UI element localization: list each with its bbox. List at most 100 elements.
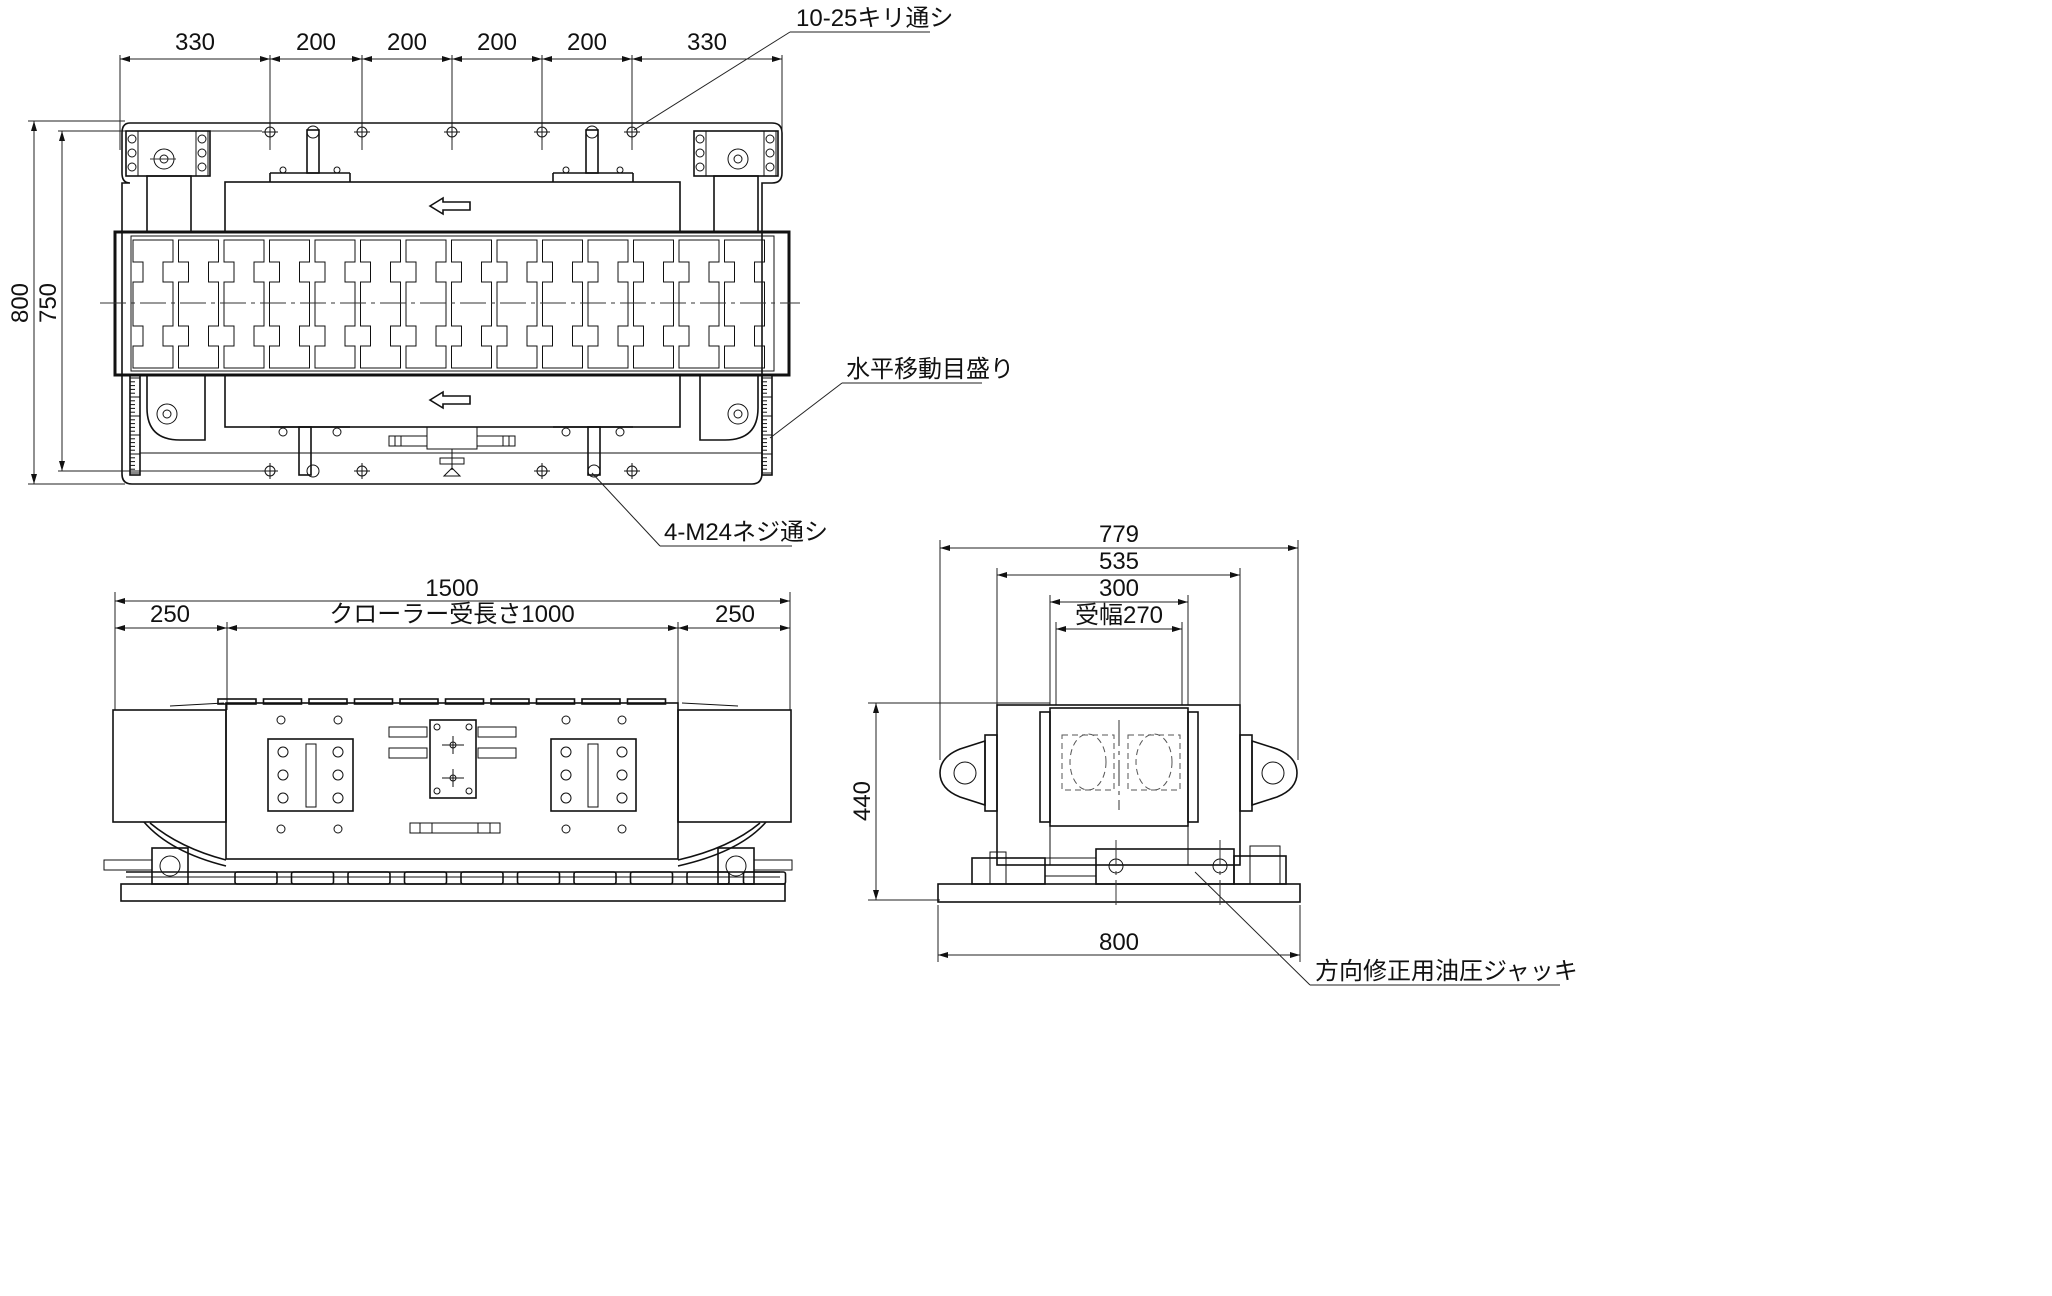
plan-lower-lug-left	[146, 374, 206, 441]
direction-arrow-upper-icon	[428, 196, 471, 216]
callout-screws-label: 4-M24ネジ通シ	[664, 519, 828, 546]
callout-jack: 方向修正用油圧ジャッキ	[1194, 871, 1578, 986]
side-hidden-rollers	[1061, 720, 1181, 810]
dim-200-c: 200	[477, 29, 517, 56]
crawler-top-plate	[535, 698, 576, 705]
crawler-bottom-plate	[516, 871, 561, 885]
crawler-top-plate	[262, 698, 303, 705]
crawler-top-plate	[353, 698, 394, 705]
crawler-bottom-plate	[629, 871, 674, 885]
dim-800-height: 800	[7, 283, 34, 323]
front-panel-right	[550, 738, 637, 812]
side-hydraulic-jack	[971, 840, 1287, 905]
front-roller-left	[103, 847, 189, 885]
front-main-body	[225, 702, 679, 860]
callout-scale-label: 水平移動目盛り	[846, 356, 1014, 383]
crawler-plate	[633, 239, 674, 369]
plan-scale-right	[761, 374, 773, 476]
plan-post-right	[713, 175, 759, 233]
crawler-plate	[678, 239, 720, 369]
crawler-plate	[405, 239, 447, 369]
crawler-bottom-plate	[347, 871, 391, 885]
side-lug-right	[1251, 739, 1298, 807]
front-roller-right	[717, 847, 793, 885]
dim-330-right: 330	[687, 29, 727, 56]
dim-800-base: 800	[1099, 929, 1139, 956]
crawler-plate	[132, 239, 174, 369]
front-dimensions: 1500 250 クローラー受長さ1000 250	[114, 575, 791, 710]
crawler-top-plate	[581, 698, 621, 705]
plan-lug-left	[125, 130, 211, 177]
crawler-bottom-plate	[460, 871, 504, 885]
crawler-plate	[223, 239, 265, 369]
dim-receiving-width: 受幅270	[1075, 602, 1163, 629]
side-lug-left	[939, 739, 986, 807]
dim-535: 535	[1099, 548, 1139, 575]
front-crawler-curve-right	[677, 821, 767, 867]
crawler-top-plate	[399, 698, 439, 705]
callout-screws: 4-M24ネジ通シ	[591, 472, 828, 547]
callout-holes: 10-25キリ通シ	[633, 5, 953, 131]
dim-200-d: 200	[567, 29, 607, 56]
front-crawler-curve-left	[143, 821, 227, 867]
front-body-bolts	[276, 715, 627, 834]
crawler-bottom-plate	[290, 871, 335, 885]
dim-779: 779	[1099, 521, 1139, 548]
crawler-top-plate	[308, 698, 348, 705]
crawler-plate	[360, 239, 401, 369]
plan-hydraulic-fittings	[388, 426, 516, 477]
front-valve-block	[388, 719, 517, 834]
crawler-plate	[542, 239, 583, 369]
dim-1500: 1500	[425, 575, 478, 602]
dim-250-left: 250	[150, 601, 190, 628]
dim-250-right: 250	[715, 601, 755, 628]
plan-base-plate	[121, 122, 783, 485]
crawler-plate	[496, 239, 538, 369]
crawler-bottom-plate	[403, 871, 448, 885]
crawler-bottom-plate	[573, 871, 617, 885]
dim-200-a: 200	[296, 29, 336, 56]
plan-lower-carriage	[224, 374, 681, 428]
crawler-bottom-plate	[742, 871, 787, 885]
plan-height-dimensions: 800 750	[7, 120, 262, 485]
plan-post-left	[146, 175, 192, 233]
crawler-plate	[724, 239, 765, 369]
plan-top-holes	[262, 124, 640, 140]
crawler-top-plate	[490, 698, 530, 705]
front-end-block-right	[677, 709, 792, 823]
plan-crawler	[100, 230, 800, 377]
crawler-top-plate	[626, 698, 667, 705]
side-view: 779 535 300 受幅270 440 800	[849, 521, 1578, 986]
crawler-plate	[269, 239, 310, 369]
dim-750-height: 750	[35, 283, 62, 323]
callout-jack-label: 方向修正用油圧ジャッキ	[1315, 958, 1578, 985]
crawler-bottom-plate	[686, 871, 730, 885]
front-panel-left	[267, 738, 354, 812]
callout-scale: 水平移動目盛り	[769, 356, 1014, 439]
crawler-plate	[314, 239, 356, 369]
front-end-block-left	[112, 709, 227, 823]
dim-330-left: 330	[175, 29, 215, 56]
dim-crawler-length: クローラー受長さ1000	[329, 601, 574, 628]
front-base-plate	[120, 883, 786, 902]
crawler-bottom-plate	[234, 871, 278, 885]
plan-bottom-holes	[262, 463, 640, 479]
plan-lug-right	[693, 130, 779, 177]
crawler-top-plate	[217, 698, 257, 705]
crawler-plate	[587, 239, 629, 369]
crawler-top-plate	[444, 698, 485, 705]
crawler-plate	[178, 239, 219, 369]
crawler-plate	[451, 239, 492, 369]
direction-arrow-lower-icon	[428, 390, 471, 410]
plan-top-dimensions: 330 200 200 200 200 330	[119, 29, 783, 150]
dim-200-b: 200	[387, 29, 427, 56]
side-dimensions: 779 535 300 受幅270 440 800	[849, 521, 1301, 962]
side-base-plate	[937, 883, 1301, 903]
plan-scale-left	[129, 374, 141, 476]
plan-lower-lug-right	[699, 374, 759, 441]
plan-view: 330 200 200 200 200 330 800 750	[7, 5, 1014, 547]
plan-upper-carriage	[224, 181, 681, 233]
dim-440: 440	[849, 781, 876, 821]
dim-300: 300	[1099, 575, 1139, 602]
